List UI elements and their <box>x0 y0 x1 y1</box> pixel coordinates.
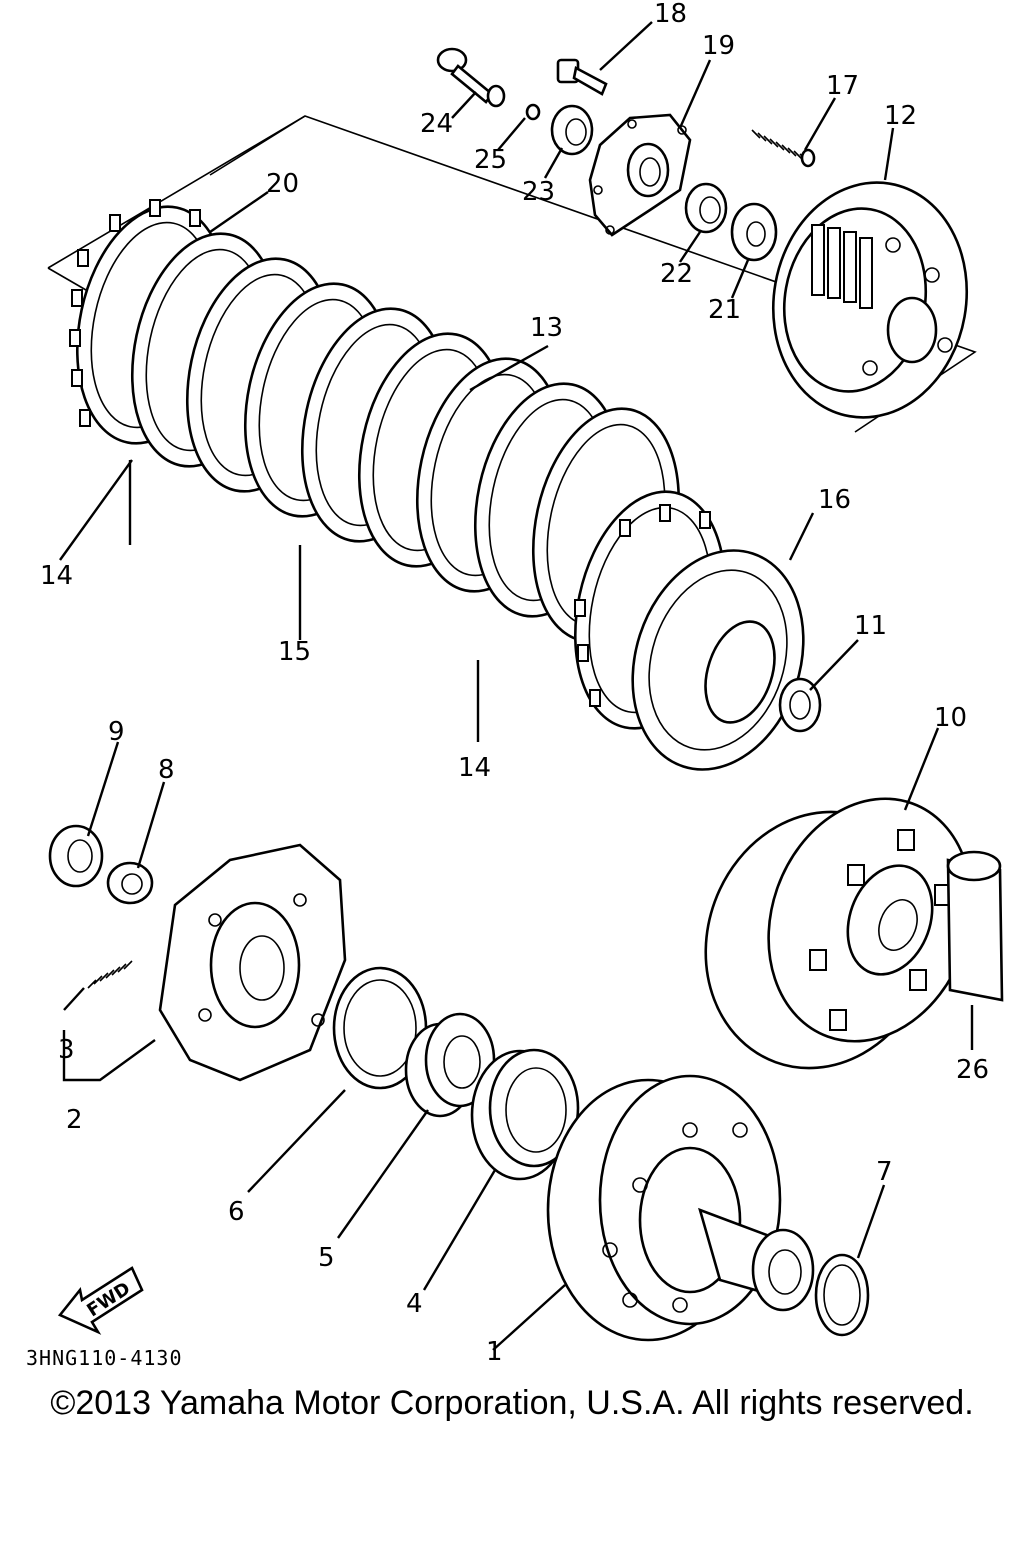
callout-26: 26 <box>956 1055 989 1085</box>
bolt-18 <box>556 58 608 96</box>
callout-23: 23 <box>522 177 555 207</box>
callout-16: 16 <box>818 485 851 515</box>
callout-13: 13 <box>530 313 563 343</box>
callout-8: 8 <box>158 755 175 785</box>
callout-24: 24 <box>420 109 453 139</box>
callout-1: 1 <box>486 1337 503 1367</box>
friction-tabs <box>69 199 711 707</box>
callout-25: 25 <box>474 145 507 175</box>
nut-22 <box>684 182 728 234</box>
callout-6: 6 <box>228 1197 245 1227</box>
bearing-23 <box>550 104 594 156</box>
boss-slots <box>811 224 873 309</box>
callout-22: 22 <box>660 259 693 289</box>
callout-3: 3 <box>58 1035 75 1065</box>
callout-9: 9 <box>108 717 125 747</box>
callout-14-lower: 14 <box>458 753 491 783</box>
callout-10: 10 <box>934 703 967 733</box>
copyright-notice: ©2013 Yamaha Motor Corporation, U.S.A. A… <box>50 1384 974 1422</box>
callout-14-upper: 14 <box>40 561 73 591</box>
callout-21: 21 <box>708 295 741 325</box>
drawing-code: 3HNG110-4130 <box>26 1346 183 1370</box>
circlip-11 <box>778 677 822 733</box>
spring-3 <box>87 960 133 989</box>
damper-blocks <box>809 829 952 1031</box>
one-way-clutch-4 <box>470 1048 580 1181</box>
callout-11: 11 <box>854 611 887 641</box>
spring-17 <box>751 129 816 168</box>
callout-20: 20 <box>266 169 299 199</box>
callout-7: 7 <box>876 1157 893 1187</box>
fwd-arrow-icon: FWD <box>57 1266 144 1335</box>
callout-17: 17 <box>826 71 859 101</box>
callout-4: 4 <box>406 1289 423 1319</box>
callout-2: 2 <box>66 1105 83 1135</box>
callout-12: 12 <box>884 101 917 131</box>
callout-19: 19 <box>702 31 735 61</box>
callout-18: 18 <box>654 0 687 29</box>
bolt-24 <box>436 47 506 108</box>
lock-washer-21 <box>730 202 778 262</box>
callout-15: 15 <box>278 637 311 667</box>
sleeve-26 <box>946 850 1004 1002</box>
leader-lines <box>59 21 974 1351</box>
pressure-plate-19 <box>588 113 692 237</box>
callout-5: 5 <box>318 1243 335 1273</box>
clutch-plate-stack <box>69 199 727 730</box>
ball-25 <box>525 103 541 121</box>
callout-numbers: 18 19 17 12 20 24 25 23 22 21 13 14 15 1… <box>40 0 989 1367</box>
lock-washer-8 <box>106 861 154 905</box>
clutch-carrier-1 <box>546 1074 815 1342</box>
nut-9 <box>48 824 104 888</box>
centrifugal-clutch-2 <box>158 843 347 1082</box>
assembly-guide-line <box>47 267 87 291</box>
